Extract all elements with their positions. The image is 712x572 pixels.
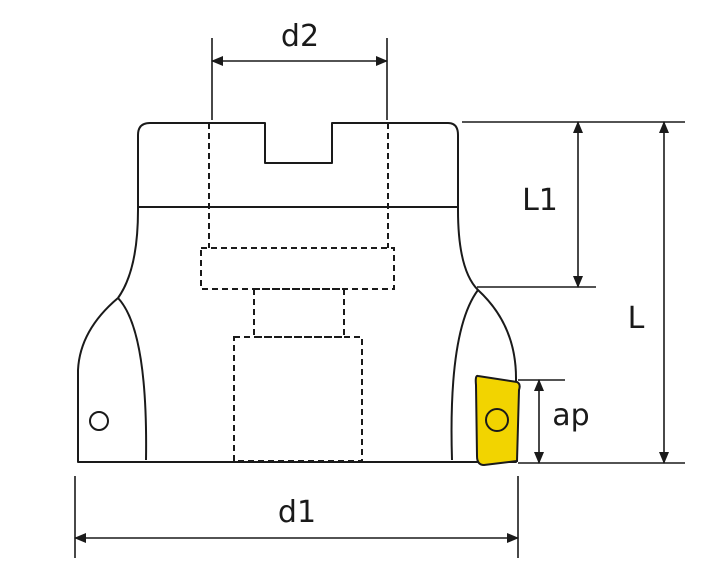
l-label: L bbox=[628, 301, 645, 336]
counterbore-hidden bbox=[233, 336, 363, 462]
l1-label: L1 bbox=[522, 183, 558, 218]
ap-label: ap bbox=[552, 398, 589, 433]
neck-hidden bbox=[253, 288, 345, 338]
cutting-insert bbox=[474, 374, 521, 467]
left-flute bbox=[117, 297, 148, 461]
relief-groove-hidden bbox=[200, 247, 395, 290]
d1-label: d1 bbox=[278, 495, 316, 530]
cutter-body-outline bbox=[77, 122, 517, 463]
d2-label: d2 bbox=[281, 19, 319, 54]
insert-screw-circle bbox=[485, 408, 509, 432]
right-flute bbox=[450, 289, 479, 461]
screw-hole-circle bbox=[89, 411, 109, 431]
